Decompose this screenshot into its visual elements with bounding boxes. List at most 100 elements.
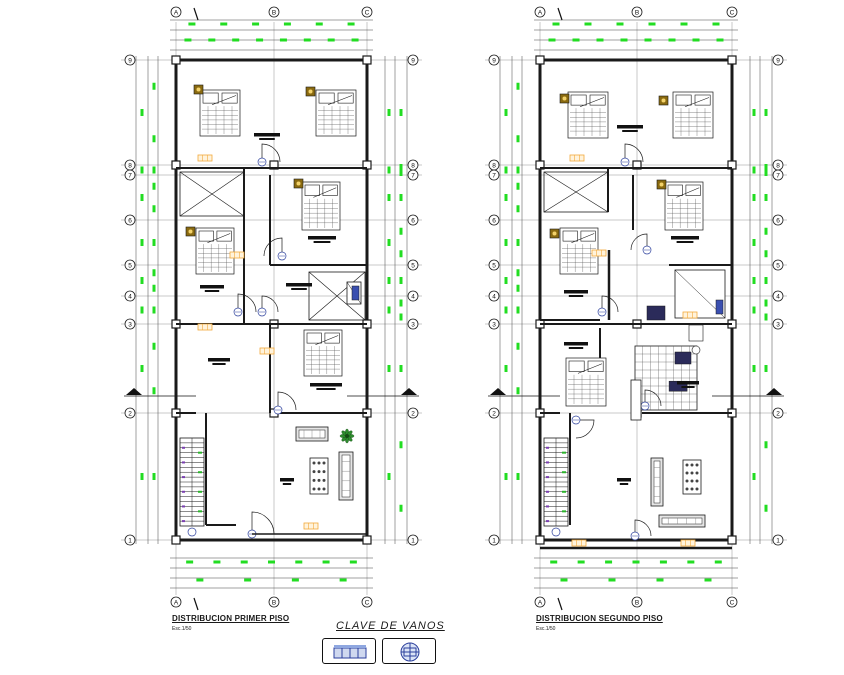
- grid-bubble-right-5: 5: [772, 259, 784, 271]
- bed-5: [303, 329, 343, 377]
- grid-bubble-right-6: 6: [772, 214, 784, 226]
- svg-text:3: 3: [128, 321, 132, 328]
- window-3: [197, 323, 213, 331]
- grid-bubble-right-8: 8: [407, 159, 419, 171]
- svg-text:C: C: [730, 599, 735, 606]
- svg-text:3: 3: [776, 321, 780, 328]
- svg-text:B: B: [635, 9, 639, 16]
- room-label-7: [280, 478, 294, 485]
- svg-text:4: 4: [411, 293, 415, 300]
- grid-bubble-left-9: 9: [124, 54, 136, 66]
- grid-bubble-top-C: C: [726, 6, 738, 18]
- stairs: [543, 437, 569, 527]
- stair-door: [551, 527, 561, 537]
- svg-text:A: A: [174, 9, 179, 16]
- coffee-table: [682, 459, 702, 495]
- door-2: [630, 233, 652, 255]
- door-5: [273, 391, 297, 415]
- svg-text:6: 6: [492, 217, 496, 224]
- door-3: [597, 295, 619, 317]
- room-label-3: [200, 285, 224, 292]
- window-4: [259, 347, 275, 355]
- svg-text:A: A: [538, 599, 543, 606]
- svg-text:6: 6: [128, 217, 132, 224]
- grid-bubble-right-2: 2: [407, 407, 419, 419]
- svg-text:A: A: [174, 599, 179, 606]
- window-5: [682, 311, 698, 319]
- grid-bubble-right-1: 1: [407, 534, 419, 546]
- nightstand-3: [293, 178, 304, 189]
- door-4: [257, 295, 279, 317]
- grid-bubble-right-7: 7: [407, 169, 419, 181]
- grid-bubble-left-8: 8: [124, 159, 136, 171]
- grid-bubble-top-C: C: [361, 6, 373, 18]
- legend-title: CLAVE DE VANOS: [336, 620, 445, 632]
- door-2: [263, 237, 287, 261]
- bed-4: [195, 227, 235, 275]
- grid-lines-segundo-piso: [485, 22, 787, 595]
- grid-bubble-left-4: 4: [488, 290, 500, 302]
- grid-bubble-top-B: B: [631, 6, 643, 18]
- grid-bubble-left-9: 9: [488, 54, 500, 66]
- wardrobe-1: [646, 305, 666, 321]
- bed-3: [664, 181, 704, 231]
- plan-title-segundo-piso: DISTRIBUCION SEGUNDO PISO: [536, 614, 663, 623]
- room-label-1: [254, 133, 280, 140]
- grid-bubble-right-8: 8: [772, 159, 784, 171]
- grid-bubble-right-6: 6: [407, 214, 419, 226]
- grid-bubble-left-5: 5: [124, 259, 136, 271]
- window-1: [197, 154, 213, 162]
- room-label-5: [208, 358, 230, 365]
- svg-text:1: 1: [492, 537, 496, 544]
- grid-bubble-right-1: 1: [772, 534, 784, 546]
- grid-bubble-bottom-B: B: [631, 596, 643, 608]
- bathroom-void: [308, 271, 366, 321]
- svg-text:2: 2: [776, 410, 780, 417]
- sofa-1: [295, 426, 329, 442]
- dimension-lines-segundo-piso: [499, 19, 773, 589]
- section-markers-segundo-piso: [488, 7, 784, 611]
- grid-bubble-left-3: 3: [488, 318, 500, 330]
- svg-text:1: 1: [128, 537, 132, 544]
- svg-text:2: 2: [128, 410, 132, 417]
- nightstand-4: [549, 228, 560, 239]
- svg-text:5: 5: [492, 262, 496, 269]
- grid-bubble-top-A: A: [170, 6, 182, 18]
- svg-text:B: B: [635, 599, 639, 606]
- room-label-4: [286, 283, 312, 290]
- window-5: [303, 522, 319, 530]
- svg-text:4: 4: [492, 293, 496, 300]
- door-3: [233, 293, 257, 317]
- toilet: [691, 345, 701, 355]
- dimension-lines-primer-piso: [135, 19, 408, 589]
- room-label-1: [617, 125, 643, 132]
- svg-text:2: 2: [492, 410, 496, 417]
- grid-bubble-left-7: 7: [488, 169, 500, 181]
- door-key-icon: [382, 638, 436, 664]
- grid-bubble-right-9: 9: [407, 54, 419, 66]
- room-label-3: [564, 290, 588, 297]
- plan-scale-segundo-piso: Esc.1/50: [536, 626, 556, 632]
- grid-bubble-top-B: B: [268, 6, 280, 18]
- grid-bubble-left-6: 6: [124, 214, 136, 226]
- room-label-5: [677, 381, 699, 388]
- svg-text:B: B: [272, 599, 276, 606]
- sink: [688, 324, 704, 342]
- svg-text:4: 4: [128, 293, 132, 300]
- section-markers-primer-piso: [124, 7, 419, 611]
- svg-text:A: A: [538, 9, 543, 16]
- grid-bubble-left-2: 2: [488, 407, 500, 419]
- grid-bubble-right-4: 4: [772, 290, 784, 302]
- grid-bubble-left-6: 6: [488, 214, 500, 226]
- bed-1: [199, 89, 241, 137]
- room-label-2: [308, 236, 336, 243]
- bed-1: [567, 91, 609, 139]
- stair-well: [630, 379, 642, 421]
- room-label-2: [671, 236, 699, 243]
- grid-bubble-bottom-A: A: [170, 596, 182, 608]
- svg-text:5: 5: [776, 262, 780, 269]
